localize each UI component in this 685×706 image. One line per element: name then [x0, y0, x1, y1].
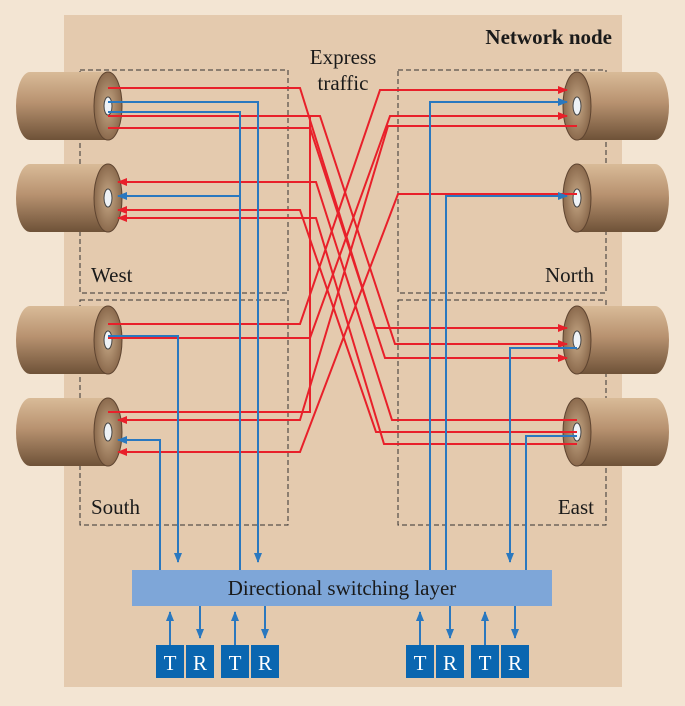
receiver-box	[186, 645, 214, 678]
switching-layer-label: Directional switching layer	[228, 576, 457, 600]
receiver-box	[436, 645, 464, 678]
north-region-box	[397, 69, 607, 294]
local-east-drop	[506, 347, 577, 563]
transmitter-box	[471, 645, 499, 678]
west-fiber-lower	[16, 163, 123, 233]
express-west-to-east-1	[108, 87, 568, 332]
directional-switching-layer	[132, 570, 552, 606]
express-north-to-south-2	[117, 193, 577, 456]
express-east-to-west-3	[117, 214, 577, 445]
local-east-add	[525, 435, 577, 570]
local-north-add-1	[429, 98, 568, 570]
transmitter-label: T	[229, 651, 242, 675]
local-south-add	[117, 436, 161, 570]
transmitter-box	[156, 645, 184, 678]
south-fiber-lower	[16, 397, 123, 467]
express-traffic-lines	[108, 86, 577, 456]
express-east-to-west-2	[117, 206, 577, 433]
west-region-box	[79, 69, 289, 294]
region-label-west: West	[91, 263, 133, 287]
local-west-drop-1	[108, 101, 262, 563]
express-south-to-north-1	[108, 86, 568, 325]
transmitter-label: T	[164, 651, 177, 675]
receiver-label: R	[193, 651, 207, 675]
express-east-to-west-1	[117, 178, 577, 421]
local-traffic-lines	[108, 98, 577, 570]
transmitter-box	[221, 645, 249, 678]
transmitter-label: T	[414, 651, 427, 675]
transceiver-group-right: T R T R	[406, 645, 529, 678]
west-fiber-upper	[16, 71, 123, 141]
express-label-line2: traffic	[318, 71, 369, 95]
receiver-label: R	[258, 651, 272, 675]
local-south-drop	[108, 335, 182, 563]
transceiver-links	[166, 606, 519, 645]
express-label-line1: Express	[310, 45, 377, 69]
transmitter-label: T	[479, 651, 492, 675]
express-north-to-south-1	[117, 125, 577, 424]
south-fiber-upper	[16, 305, 123, 375]
north-fiber-lower	[562, 163, 669, 233]
east-fiber-lower	[562, 397, 669, 467]
receiver-label: R	[508, 651, 522, 675]
region-label-north: North	[545, 263, 594, 287]
express-south-to-north-2	[108, 112, 568, 339]
diagram-title: Network node	[485, 25, 612, 49]
express-south-feed	[108, 116, 311, 413]
transceiver-group-left: T R T R	[156, 645, 279, 678]
receiver-box	[251, 645, 279, 678]
transmitter-box	[406, 645, 434, 678]
express-west-to-east-3	[108, 127, 568, 362]
region-label-south: South	[91, 495, 141, 519]
local-west-drop-2	[108, 111, 241, 570]
east-fiber-upper	[562, 305, 669, 375]
north-fiber-upper	[562, 71, 669, 141]
local-north-add-2	[445, 192, 568, 570]
receiver-label: R	[443, 651, 457, 675]
region-label-east: East	[558, 495, 594, 519]
receiver-box	[501, 645, 529, 678]
